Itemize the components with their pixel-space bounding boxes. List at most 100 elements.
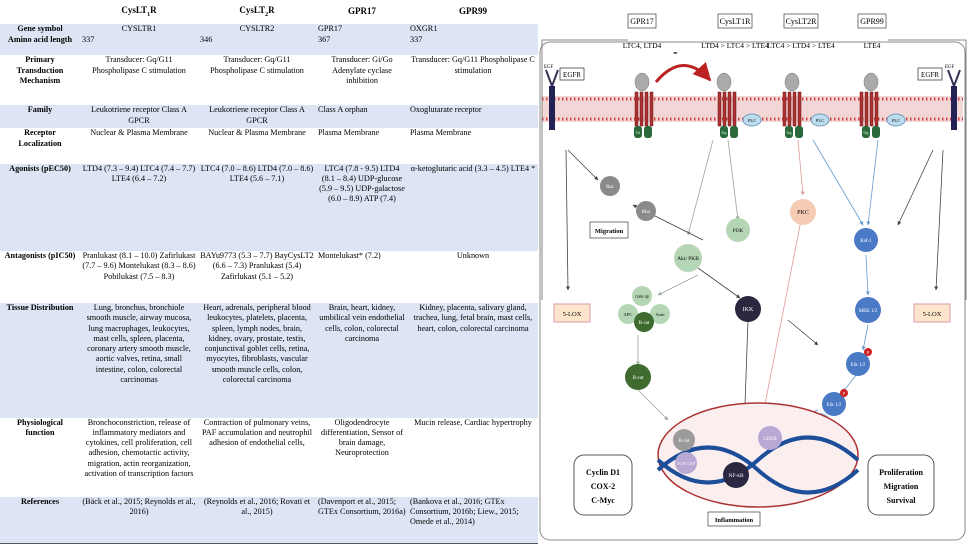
svg-text:P: P [843, 391, 846, 396]
svg-text:B-cat: B-cat [679, 439, 690, 444]
header-gpr99: GPR99 [459, 6, 487, 17]
gpr17-receptor [634, 72, 654, 127]
cell-transduction-gpr99: Transducer: Gq/G11 Phospholipase C stimu… [411, 55, 535, 75]
row-label-gene-symbol: Gene symbol [0, 24, 80, 35]
feedback-right [888, 39, 967, 300]
cyslt2-ligands: LTC4 > LTD4 > LTE4 [767, 41, 835, 50]
cell-refs-gpr17: (Davenport et al., 2015; GTEx Consortium… [316, 496, 408, 544]
5lox-left-box: 5-LOX [553, 303, 591, 323]
g-protein-gpr99: Gq [862, 126, 880, 138]
row-label-transduction: Primary Transduction Mechanism [16, 55, 64, 85]
svg-text:Axin: Axin [656, 312, 666, 317]
cell-outline [539, 41, 966, 541]
cell-aa-cyslt1r: 337 [80, 34, 198, 56]
cell-gene-cyslt2r: CYSLTR2 [198, 24, 316, 35]
outcomes-box: Proliferation Migration Survival [867, 454, 935, 516]
cell-physio-cyslt1r: Bronchoconstriction, release of inflamma… [84, 417, 194, 478]
svg-text:TCF/ LEF: TCF/ LEF [677, 461, 696, 466]
svg-text:Raf-1: Raf-1 [860, 239, 872, 244]
svg-text:Gq: Gq [864, 130, 869, 135]
pkc-node: PKC [790, 199, 816, 225]
egfr-left: EGF EGFR [544, 65, 585, 130]
header-cyslt1r: CysLT1R [121, 4, 157, 18]
cell-gene-gpr17: GPR17 [316, 24, 408, 35]
svg-text:PI3K: PI3K [733, 229, 744, 234]
cell-gene-cyslt1r: CYSLTR1 [80, 24, 198, 35]
gpr99-label-box: GPR99 [857, 13, 887, 29]
svg-text:PLC: PLC [816, 118, 824, 123]
cell-family-gpr99: Oxoglutarate receptor [408, 105, 538, 129]
plc-node-2: PLC [810, 113, 830, 127]
cell-agonists-cyslt1r: LTD4 (7.3 – 9.4) LTC4 (7.4 – 7.7) LTE4 (… [80, 163, 198, 252]
cell-physio-gpr17: Oligodendrocyte differentiation, Sensor … [321, 417, 403, 458]
cell-localization-gpr99: Plasma Membrane [410, 128, 472, 138]
cell-transduction-cyslt1r: Transducer: Gq/G11 Phospholipase C stimu… [92, 55, 186, 75]
gpr17-label-box: GPR17 [627, 13, 657, 29]
nucleus [656, 402, 860, 508]
cell-tissue-gpr99: Kidney, placenta, salivary gland, trache… [408, 303, 538, 418]
cell-aa-gpr99: 337 [408, 34, 538, 56]
cyslt2-label: CysLT2R [786, 17, 817, 26]
svg-text:Gq: Gq [787, 130, 792, 135]
5lox-right-box: 5-LOX [913, 303, 951, 323]
plc-node-1: PLC [742, 113, 762, 127]
cell-agonists-gpr17: LTC4 (7.8 - 9.5) LTD4 (8.1 – 8.4) UDP-gl… [316, 163, 408, 252]
cell-physio-gpr99: Mucin release, Cardiac hypertrophy [414, 417, 532, 427]
svg-text:Rho: Rho [642, 210, 651, 215]
gene-target-1: COX-2 [591, 482, 615, 491]
row-label-agonists: Agonists (pEC50) [0, 163, 80, 252]
svg-text:5-LOX: 5-LOX [923, 311, 942, 318]
rho-node: Rho [636, 201, 656, 221]
cell-family-cyslt2r: Leukotriene receptor Class A GPCR [198, 105, 316, 129]
g-protein-cyslt1: Gq [720, 126, 738, 138]
cell-tissue-cyslt1r: Lung, bronchus, bronchiole smooth muscle… [80, 303, 198, 418]
gpr99-ligands: LTE4 [864, 41, 881, 50]
cell-tissue-gpr17: Brain, heart, kidney, umbilical vein end… [316, 303, 408, 418]
cell-antagonists-gpr99: Unknown [456, 251, 490, 261]
raf-node: Raf-1 [854, 228, 878, 252]
erk-node-1: Erk 1/2P [846, 348, 872, 376]
row-label-amino-acid: Amino acid length [0, 34, 80, 56]
svg-text:Gq: Gq [722, 130, 727, 135]
svg-text:PLC: PLC [892, 118, 900, 123]
egf-left-label: EGF [544, 65, 554, 70]
svg-text:5-LOX: 5-LOX [563, 311, 582, 318]
inhibition-arrow [654, 61, 712, 83]
egfr-left-label: EGFR [563, 71, 581, 79]
row-label-tissue: Tissue Distribution [0, 303, 80, 418]
plc-node-3: PLC [886, 113, 906, 127]
row-label-antagonists: Antagonists (pIC50) [4, 251, 76, 261]
svg-text:Erk 1/2: Erk 1/2 [827, 403, 842, 408]
ikk-node: IKK [735, 296, 761, 322]
svg-text:P: P [867, 350, 870, 355]
cell-refs-gpr99: (Bankova et al., 2016; GTEx Consortium, … [408, 496, 538, 544]
outcome-0: Proliferation [879, 468, 923, 477]
egf-right-label: EGF [945, 65, 955, 70]
cell-localization-cyslt1r: Nuclear & Plasma Membrane [90, 128, 188, 138]
svg-text:Rac: Rac [606, 185, 615, 190]
cell-aa-gpr17: 367 [316, 34, 408, 56]
cell-agonists-cyslt2r: LTC4 (7.0 – 8.6) LTD4 (7.0 – 8.6) LTE4 (… [198, 163, 316, 252]
receptor-comparison-table: CysLT1R CysLT2R GPR17 GPR99 Gene symbol … [0, 0, 538, 544]
svg-text:NF-kB: NF-kB [728, 473, 744, 479]
cyslt2-label-box: CysLT2R [783, 13, 819, 29]
svg-text:B-cat: B-cat [633, 376, 644, 381]
cell-family-cyslt1r: Leukotriene receptor Class A GPCR [80, 105, 198, 129]
svg-text:Inflammation: Inflammation [715, 517, 754, 524]
creb-node: CREB [758, 426, 782, 450]
row-label-references: References [0, 496, 80, 544]
cell-antagonists-cyslt1r: Pranlukast (8.1 – 10.0) Zafirlukast (7.7… [82, 251, 196, 281]
gpr17-ligands: LTC4, LTD4 [623, 41, 662, 50]
header-gpr17: GPR17 [348, 6, 376, 17]
svg-text:B-cat: B-cat [639, 321, 650, 326]
cell-refs-cyslt2r: (Reynolds et al., 2016; Rovati et al., 2… [198, 496, 316, 544]
cell-aa-cyslt2r: 346 [198, 34, 316, 56]
outcome-2: Survival [887, 496, 917, 505]
g-protein-cyslt2: Gq [785, 126, 803, 138]
g-protein-gpr17: Gi [634, 126, 652, 138]
mek-node: MEK 1/2 [855, 297, 881, 323]
gene-targets-box: Cyclin D1 COX-2 C-Myc [573, 454, 633, 516]
cyslt1-receptor [716, 72, 737, 127]
header-empty [0, 0, 80, 24]
svg-text:CREB: CREB [763, 437, 777, 442]
